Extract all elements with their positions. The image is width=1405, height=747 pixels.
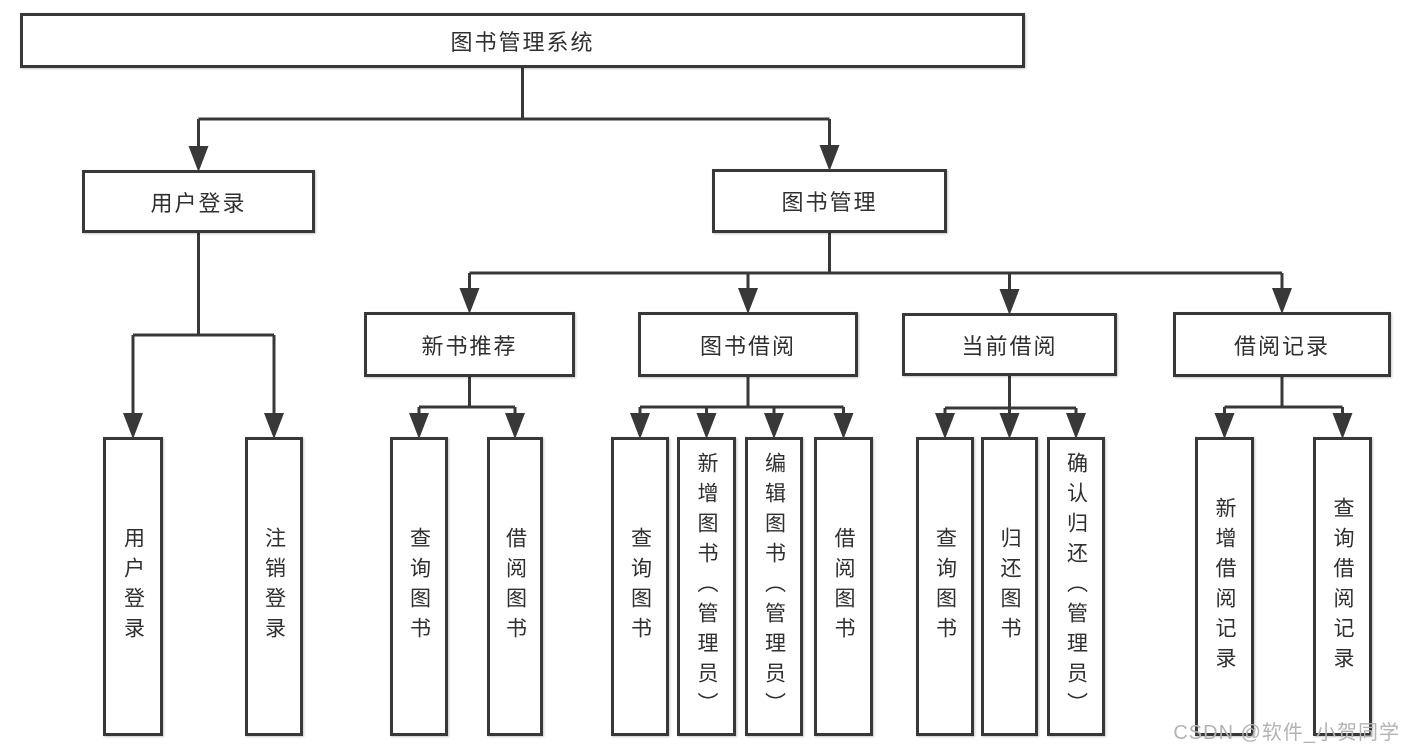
node-user-login-label: 用户登录 [150, 190, 247, 216]
arrowhead-icon [188, 146, 209, 172]
node-user-login: 用户登录 [82, 170, 315, 233]
arrowhead-icon [409, 413, 429, 439]
node-leaf-query-books-2-label: 查询图书 [628, 526, 652, 647]
node-book-borrowing: 图书借阅 [638, 312, 858, 377]
arrowhead-icon [459, 288, 480, 314]
node-leaf-borrow-books-2: 借阅图书 [814, 437, 873, 736]
node-book-management: 图书管理 [712, 169, 947, 233]
arrowhead-icon [819, 145, 840, 171]
node-leaf-borrow-books-1: 借阅图书 [487, 437, 543, 736]
node-leaf-confirm-return: 确认归还（管理员） [1047, 437, 1105, 736]
arrowhead-icon [764, 413, 784, 439]
arrowhead-icon [630, 413, 650, 439]
node-book-management-label: 图书管理 [781, 190, 878, 215]
arrowhead-icon [1332, 413, 1353, 439]
node-leaf-query-borrow-record: 查询借阅记录 [1313, 437, 1372, 736]
arrowhead-icon [1066, 413, 1086, 439]
node-leaf-user-login: 用户登录 [103, 437, 163, 736]
node-leaf-add-borrow-record-label: 新增借阅记录 [1213, 496, 1236, 677]
node-leaf-query-books-2: 查询图书 [611, 437, 669, 736]
node-leaf-borrow-books-2-label: 借阅图书 [832, 526, 855, 647]
node-current-borrowing: 当前借阅 [902, 313, 1117, 376]
node-root-label: 图书管理系统 [450, 29, 595, 55]
node-root: 图书管理系统 [20, 13, 1025, 68]
node-borrow-records-label: 借阅记录 [1233, 333, 1330, 359]
node-leaf-edit-book: 编辑图书（管理员） [745, 437, 803, 736]
arrowhead-icon [264, 413, 284, 439]
node-book-borrowing-label: 图书借阅 [699, 333, 796, 359]
node-leaf-add-book-label: 新增图书（管理员） [695, 451, 718, 722]
node-leaf-query-borrow-record-label: 查询借阅记录 [1331, 496, 1354, 677]
node-leaf-query-books-3-label: 查询图书 [933, 526, 957, 647]
arrowhead-icon [738, 288, 758, 314]
node-leaf-return-book-label: 归还图书 [998, 526, 1021, 647]
node-current-borrowing-label: 当前借阅 [961, 333, 1058, 359]
node-new-book-recommend: 新书推荐 [364, 312, 575, 377]
node-leaf-query-books-3: 查询图书 [916, 437, 974, 736]
node-leaf-query-books-1-label: 查询图书 [407, 526, 431, 647]
arrowhead-icon [1272, 288, 1292, 314]
node-leaf-add-borrow-record: 新增借阅记录 [1195, 437, 1254, 736]
node-leaf-return-book: 归还图书 [981, 437, 1038, 736]
node-leaf-add-book: 新增图书（管理员） [677, 437, 736, 736]
node-leaf-logout-label: 注销登录 [262, 526, 286, 647]
arrowhead-icon [505, 413, 525, 439]
node-leaf-confirm-return-label: 确认归还（管理员） [1064, 451, 1088, 722]
node-leaf-user-login-label: 用户登录 [121, 526, 145, 647]
arrowhead-icon [1214, 413, 1235, 439]
node-leaf-logout: 注销登录 [245, 437, 303, 736]
arrowhead-icon [999, 289, 1020, 315]
node-leaf-query-books-1: 查询图书 [390, 437, 448, 736]
node-leaf-borrow-books-1-label: 借阅图书 [503, 526, 527, 647]
arrowhead-icon [833, 413, 854, 439]
arrowhead-icon [935, 413, 955, 439]
arrowhead-icon [999, 413, 1020, 439]
node-leaf-edit-book-label: 编辑图书（管理员） [762, 451, 786, 722]
arrowhead-icon [123, 413, 143, 439]
node-new-book-recommend-label: 新书推荐 [421, 333, 518, 359]
node-borrow-records: 借阅记录 [1173, 312, 1391, 377]
arrowhead-icon [696, 413, 717, 439]
watermark-text: CSDN @软件_小贺同学 [1173, 722, 1400, 744]
